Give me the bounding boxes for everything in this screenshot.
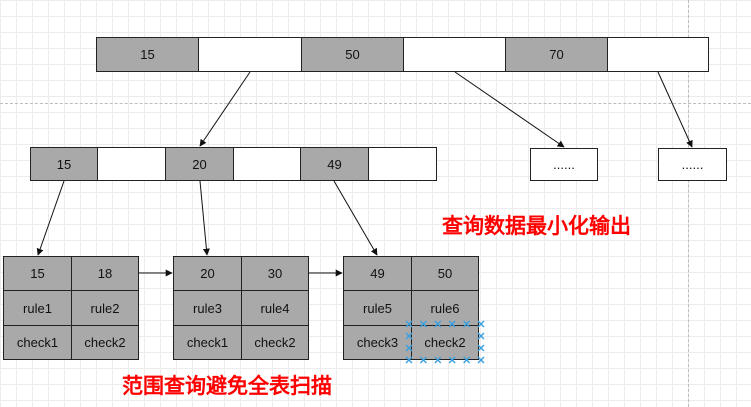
leaf-key: 30: [241, 256, 309, 291]
internal-pointer: [368, 147, 437, 181]
selection-handle: [434, 320, 442, 328]
leaf-key: 20: [173, 256, 242, 291]
leaf-check: check2: [71, 325, 139, 360]
selection-handle: [405, 344, 413, 352]
selection-handle: [405, 356, 413, 364]
leaf-rule: rule3: [173, 290, 242, 326]
edge-arrow: [36, 180, 65, 256]
edge-arrow: [333, 180, 378, 256]
leaf-check: check1: [3, 325, 72, 360]
leaf-rule: rule2: [71, 290, 139, 326]
leaf-key: 50: [411, 256, 479, 291]
leaf-check: check2: [241, 325, 309, 360]
selection-handle: [463, 320, 471, 328]
root-pointer: [403, 37, 506, 72]
edge-arrow: [657, 71, 693, 148]
internal-key: 15: [30, 147, 98, 181]
selection-handle: [434, 356, 442, 364]
leaf-check: check1: [173, 325, 242, 360]
internal-pointer: [97, 147, 166, 181]
internal-pointer: [233, 147, 301, 181]
selection-handle: [463, 356, 471, 364]
root-pointer: [607, 37, 709, 72]
leaf-rule: rule6: [411, 290, 479, 326]
selection-handle: [405, 332, 413, 340]
leaf-rule: rule4: [241, 290, 309, 326]
collapsed-node: ......: [530, 148, 598, 181]
leaf-check: check2: [411, 325, 479, 360]
selection-handle: [477, 320, 485, 328]
internal-key: 49: [300, 147, 369, 181]
edge-arrow: [199, 71, 251, 147]
selection-handle: [448, 356, 456, 364]
selection-handle: [448, 320, 456, 328]
edge-arrow: [454, 71, 565, 148]
collapsed-node: ......: [658, 148, 727, 181]
selection-handles: [405, 320, 485, 364]
selection-handle: [477, 356, 485, 364]
selection-handle: [419, 356, 427, 364]
range-query-note: 范围查询避免全表扫描: [122, 374, 332, 398]
leaf-check: check3: [343, 325, 412, 360]
selection-handle: [477, 344, 485, 352]
selection-handle: [405, 320, 413, 328]
minimize-output-note: 查询数据最小化输出: [442, 214, 631, 238]
root-key: 15: [96, 37, 199, 72]
selection-handle: [477, 332, 485, 340]
selection-handle: [419, 320, 427, 328]
edge-arrow: [199, 180, 210, 256]
root-key: 70: [505, 37, 608, 72]
root-pointer: [198, 37, 302, 72]
